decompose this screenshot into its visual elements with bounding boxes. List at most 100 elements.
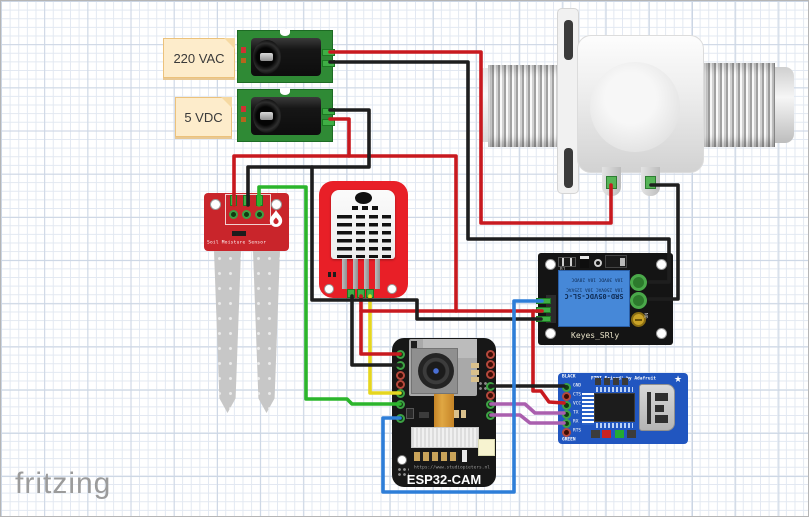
screw-terminal-nc[interactable]	[630, 274, 647, 291]
esp-pad-rx[interactable]	[486, 411, 495, 420]
smd-cap	[461, 410, 466, 418]
pin-stub[interactable]	[357, 289, 365, 298]
pin-stub[interactable]	[347, 289, 355, 298]
relay-module[interactable]: R1 SRD-05VDC-SL-C 10A 250VAC 10A 125VAC …	[536, 253, 673, 345]
esp-pad[interactable]	[396, 380, 405, 389]
pin-stub[interactable]	[322, 49, 335, 56]
valve-dome	[590, 62, 680, 152]
power-jack-5vdc[interactable]	[237, 88, 335, 142]
dht-pin	[342, 259, 347, 289]
board-notch	[280, 88, 290, 95]
terminal-pad[interactable]	[606, 176, 617, 189]
pin-stub[interactable]	[322, 60, 335, 67]
ffc-connector	[411, 427, 479, 448]
soil-probe-prong[interactable]	[214, 251, 241, 413]
smd-connector	[582, 393, 594, 425]
ftdi-pin-label: RX	[573, 419, 579, 424]
esp32-cam-board[interactable]: https://www.studiopieters.nl ESP32-CAM	[392, 338, 496, 487]
soil-probe-prong[interactable]	[253, 251, 280, 413]
dht-slots-col	[382, 215, 391, 258]
soil-sensor-label: Soil Moisture Sensor	[207, 240, 267, 245]
esp32-url-label: https://www.studiopieters.nl	[414, 465, 490, 470]
pin-stub[interactable]	[256, 195, 263, 206]
esp-pad[interactable]	[396, 371, 405, 380]
mini-usb-connector[interactable]	[639, 384, 675, 431]
esp-pad[interactable]	[486, 350, 495, 359]
pin-pad[interactable]	[255, 210, 264, 219]
pin-stub[interactable]	[243, 195, 250, 206]
terminal-pad[interactable]	[645, 176, 656, 189]
mounting-hole	[271, 199, 282, 210]
esp-pad-soil-sig[interactable]	[396, 400, 405, 409]
ftdi-pin-tx[interactable]	[562, 410, 571, 419]
ftdi-pin-vcc[interactable]	[562, 401, 571, 410]
solenoid-valve-body[interactable]	[577, 35, 704, 173]
valve-thread-right[interactable]	[704, 63, 775, 147]
pin-stub[interactable]	[536, 316, 551, 322]
ftdi-pin-gnd[interactable]	[562, 383, 571, 392]
usb-slot	[655, 415, 668, 423]
relay-rating-ac: 10A 250VAC 10A 125VAC	[566, 287, 623, 292]
relay-pin-header	[546, 295, 556, 323]
screw-terminal-no[interactable]	[631, 312, 646, 327]
smd-component	[232, 231, 246, 236]
power-jack-220vac[interactable]	[237, 29, 335, 83]
dht-vent-dot	[355, 192, 372, 204]
camera-module	[409, 339, 479, 396]
esp-pad[interactable]	[486, 370, 495, 379]
pin-stub[interactable]	[536, 307, 551, 313]
screw-terminal-com[interactable]	[630, 292, 647, 309]
wire-tx-purple[interactable]	[489, 402, 566, 415]
esp-pad-relay-in[interactable]	[396, 414, 405, 423]
smd-cap	[471, 370, 479, 375]
ic-pins-bottom	[596, 423, 633, 428]
ftdi-pin-cts[interactable]	[562, 392, 571, 401]
relay-model: SRD-05VDC-SL-C	[564, 292, 624, 300]
mounting-hole	[545, 328, 556, 339]
resistor-r1	[558, 257, 576, 267]
pin-stub[interactable]	[366, 289, 374, 298]
green-led	[615, 430, 624, 438]
ftdi-pin-label: RTS	[573, 428, 582, 433]
dht-slots-col	[337, 215, 352, 258]
smd-cap	[454, 410, 459, 418]
ftdi-pin-rx[interactable]	[562, 419, 571, 428]
dht22-sensor[interactable]	[319, 181, 408, 298]
esp-pad[interactable]	[486, 360, 495, 369]
ftdi-friend-board[interactable]: BLACK FTDI Friend! by Adafruit ★ GREEN G…	[558, 373, 688, 444]
led-red	[241, 47, 246, 53]
pin-stub[interactable]	[322, 119, 335, 126]
note-220vac[interactable]: 220 VAC	[163, 38, 235, 78]
mounting-hole	[210, 199, 221, 210]
bracket-slot	[564, 20, 573, 60]
esp-pad-gnd2[interactable]	[486, 382, 495, 391]
pin-pad[interactable]	[242, 210, 251, 219]
pin-pad[interactable]	[229, 210, 238, 219]
pin-stub[interactable]	[536, 298, 551, 304]
pin-stub[interactable]	[230, 195, 237, 206]
mounting-hole	[656, 328, 667, 339]
ftdi-pin-rts[interactable]	[562, 428, 571, 437]
note-5vdc[interactable]: 5 VDC	[175, 97, 232, 137]
esp-pad-tx[interactable]	[486, 400, 495, 409]
note-220vac-label: 220 VAC	[173, 50, 225, 66]
valve-terminal[interactable]	[641, 167, 660, 196]
esp-pad-gnd[interactable]	[396, 361, 405, 370]
adjust-screw	[594, 259, 602, 267]
soil-moisture-sensor[interactable]: Soil Moisture Sensor	[204, 193, 289, 251]
esp-pad-dht-data[interactable]	[396, 389, 405, 398]
sparkfun-flame-icon	[269, 210, 283, 227]
relay-no-label: NO	[643, 313, 648, 319]
pin-stub[interactable]	[322, 108, 335, 115]
usb-slot	[655, 393, 668, 401]
valve-terminal[interactable]	[602, 167, 621, 196]
esp-pad-5v[interactable]	[396, 350, 405, 359]
esp-pad[interactable]	[486, 391, 495, 400]
esp32-cam-label: ESP32-CAM	[406, 472, 482, 487]
barrel-jack-pin	[260, 53, 273, 61]
transistor	[605, 255, 627, 268]
wire-rx-purple[interactable]	[489, 413, 566, 425]
smd-cap	[471, 363, 479, 368]
dht-sensor-body	[331, 190, 395, 259]
